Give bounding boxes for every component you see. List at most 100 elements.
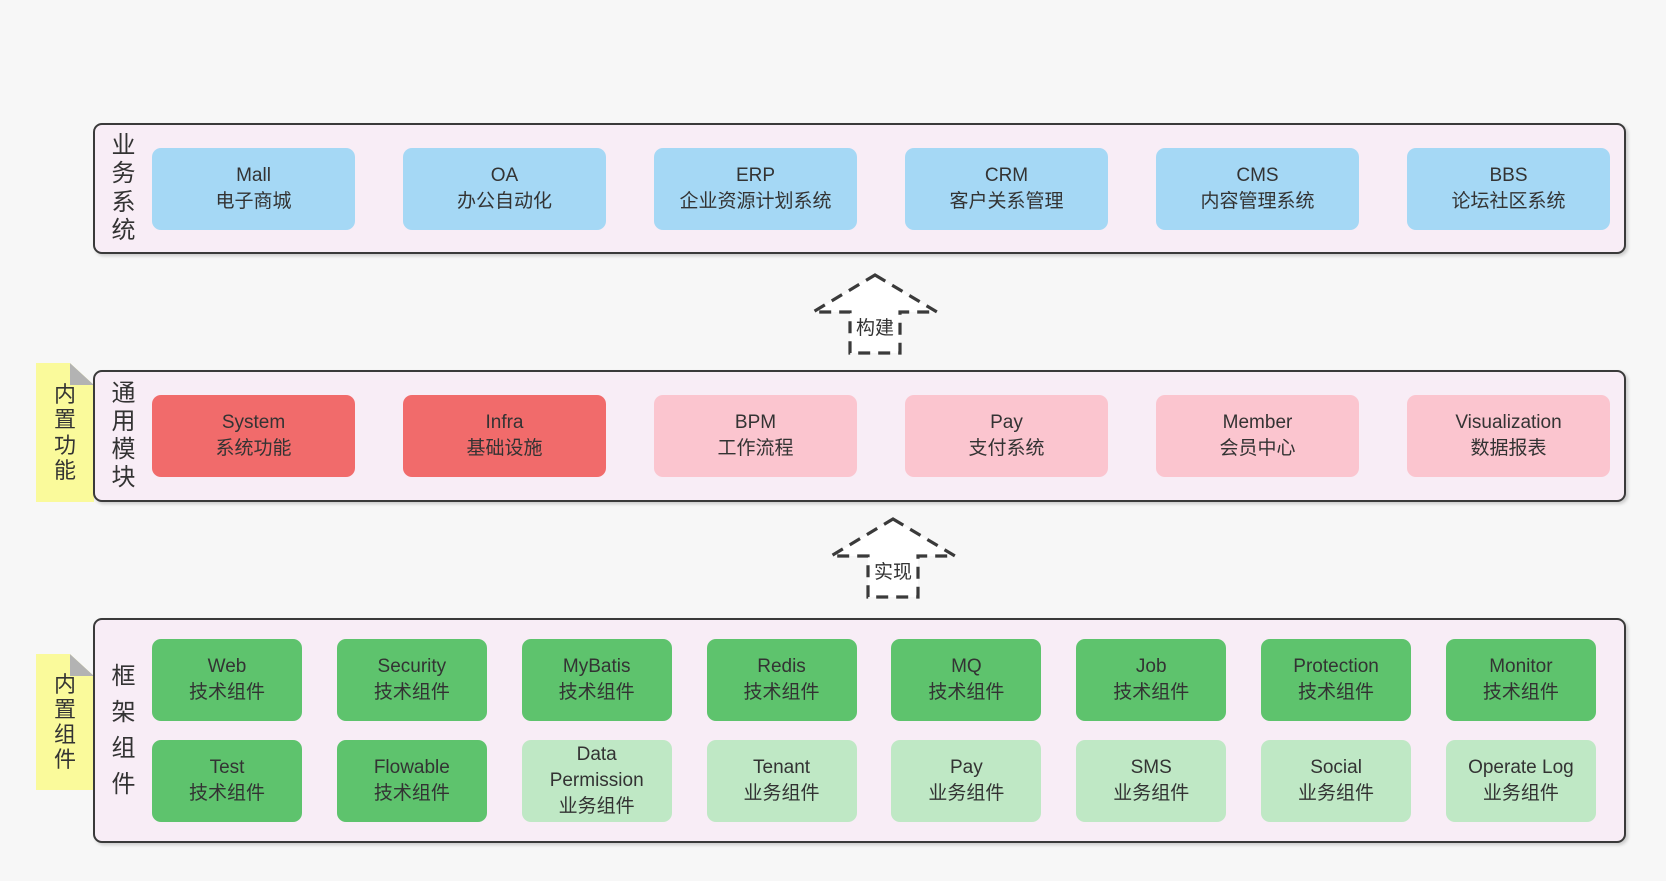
box-desc: 数据报表 [1470,438,1547,459]
box-operate-log: Operate Log 业务组件 [1445,740,1596,822]
band-common-modules: 通用模块 System 系统功能 Infra 基础设施 BPM 工作流程 Pay [93,370,1626,502]
box-name: Test [209,757,245,778]
box-web: Web 技术组件 [152,639,302,721]
box-oa: OA 办公自动化 [403,147,606,230]
box-bbs: BBS 论坛社区系统 [1407,147,1610,230]
box-desc: 基础设施 [466,438,543,459]
box-desc: 工作流程 [717,438,794,459]
box-name: Operate Log [1468,757,1574,778]
box-visualization: Visualization 数据报表 [1407,395,1610,477]
box-name: Mall [236,164,271,186]
box-erp: ERP 企业资源计划系统 [654,147,857,230]
box-desc: 业务组件 [1482,783,1559,804]
box-name: BBS [1489,164,1528,186]
box-desc: 业务组件 [558,796,635,817]
sticky-note-built-in-features: 内置功能 [36,363,94,502]
folded-corner-icon [70,363,94,385]
box-mybatis: MyBatis 技术组件 [521,639,672,721]
box-desc: 支付系统 [968,438,1045,459]
box-name: Monitor [1489,656,1553,677]
box-desc: 办公自动化 [456,190,552,212]
box-name: Visualization [1455,412,1562,433]
box-row: Test 技术组件 Flowable 技术组件 Data Permission … [152,740,1596,822]
box-desc: 技术组件 [188,783,265,804]
box-name: Redis [757,656,806,677]
box-pay-component: Pay 业务组件 [891,740,1042,822]
box-member: Member 会员中心 [1156,395,1359,477]
box-name: SMS [1130,757,1172,778]
box-name: Social [1310,757,1362,778]
box-desc: 技术组件 [928,682,1005,703]
box-desc: 技术组件 [373,783,450,804]
band-business-systems: 业务系统 Mall 电子商城 OA 办公自动化 ERP 企业资源计划系统 CRM [93,123,1626,254]
box-security: Security 技术组件 [336,639,487,721]
box-grid: System 系统功能 Infra 基础设施 BPM 工作流程 Pay 支付系统… [152,372,1624,500]
box-name: System [221,412,286,433]
box-name: MQ [951,656,982,677]
implement-arrow-icon: 实现 [829,517,957,599]
box-tenant: Tenant 业务组件 [706,740,857,822]
box-flowable: Flowable 技术组件 [336,740,487,822]
box-mq: MQ 技术组件 [891,639,1042,721]
box-name: Member [1222,412,1293,433]
sticky-note-label: 内置组件 [53,671,76,773]
box-desc: 业务组件 [743,783,820,804]
box-name: Job [1135,656,1167,677]
box-name: Data Permission [549,744,644,791]
box-monitor: Monitor 技术组件 [1445,639,1596,721]
box-mall: Mall 电子商城 [152,147,355,230]
box-desc: 系统功能 [215,438,292,459]
box-name: Tenant [753,757,811,778]
box-infra: Infra 基础设施 [403,395,606,477]
box-desc: 业务组件 [928,783,1005,804]
box-protection: Protection 技术组件 [1261,639,1412,721]
box-desc: 技术组件 [188,682,265,703]
arrow-label: 实现 [873,562,912,583]
box-desc: 论坛社区系统 [1451,190,1566,212]
box-desc: 技术组件 [1113,682,1190,703]
build-arrow-icon: 构建 [811,273,939,355]
box-desc: 技术组件 [558,682,635,703]
box-sms: SMS 业务组件 [1076,740,1227,822]
box-desc: 技术组件 [1298,682,1375,703]
box-desc: 技术组件 [743,682,820,703]
band-label: 框架组件 [111,662,136,798]
box-desc: 技术组件 [373,682,450,703]
box-data-permission: Data Permission 业务组件 [521,740,672,822]
box-pay: Pay 支付系统 [905,395,1108,477]
box-cms: CMS 内容管理系统 [1156,147,1359,230]
box-name: Security [377,656,447,677]
box-social: Social 业务组件 [1261,740,1412,822]
box-name: Infra [485,412,524,433]
box-crm: CRM 客户关系管理 [905,147,1108,230]
box-desc: 电子商城 [215,190,292,212]
box-desc: 业务组件 [1298,783,1375,804]
box-desc: 内容管理系统 [1200,190,1315,212]
box-bpm: BPM 工作流程 [654,395,857,477]
band-label: 通用模块 [111,379,136,492]
sticky-note-label: 内置功能 [53,382,76,483]
box-row: Mall 电子商城 OA 办公自动化 ERP 企业资源计划系统 CRM 客户关系… [152,147,1610,230]
box-name: ERP [735,164,776,186]
box-name: Pay [950,757,983,778]
folded-corner-icon [70,654,94,676]
box-desc: 会员中心 [1219,438,1296,459]
box-job: Job 技术组件 [1076,639,1227,721]
box-row: System 系统功能 Infra 基础设施 BPM 工作流程 Pay 支付系统… [152,395,1610,477]
band-label: 业务系统 [111,132,136,244]
box-system: System 系统功能 [152,395,355,477]
box-name: BPM [734,412,777,433]
arrow-label: 构建 [855,318,894,339]
box-name: CMS [1236,164,1279,186]
box-desc: 客户关系管理 [949,190,1064,212]
box-test: Test 技术组件 [152,740,302,822]
box-grid: Mall 电子商城 OA 办公自动化 ERP 企业资源计划系统 CRM 客户关系… [152,125,1624,252]
box-grid: Web 技术组件 Security 技术组件 MyBatis 技术组件 Redi… [152,620,1624,841]
sticky-note-built-in-components: 内置组件 [36,654,94,790]
box-name: Flowable [373,757,450,778]
box-desc: 企业资源计划系统 [679,190,832,212]
box-name: CRM [984,164,1029,186]
band-framework-components: 框架组件 Web 技术组件 Security 技术组件 MyBatis 技术组件… [93,618,1626,843]
box-desc: 技术组件 [1482,682,1559,703]
